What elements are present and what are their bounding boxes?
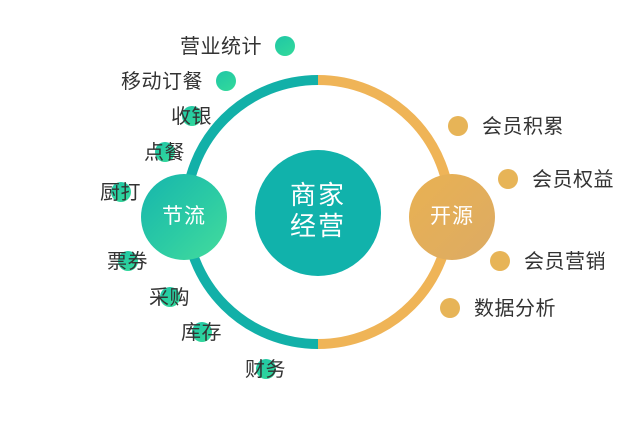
- branch-label[interactable]: 厨打: [100, 180, 141, 204]
- branch-label[interactable]: 营业统计: [180, 34, 262, 58]
- branch-label[interactable]: 库存: [181, 320, 222, 344]
- branch-label[interactable]: 数据分析: [474, 296, 556, 320]
- branch-dot[interactable]: [111, 182, 131, 202]
- branch-label[interactable]: 收银: [171, 104, 212, 128]
- branch-dot[interactable]: [448, 116, 468, 136]
- hub-label-left: 节流: [162, 204, 206, 228]
- branch-label[interactable]: 采购: [149, 285, 190, 309]
- branch-dot[interactable]: [440, 298, 460, 318]
- hub-circle-left[interactable]: [141, 174, 227, 260]
- branch-label[interactable]: 会员营销: [524, 249, 606, 273]
- branch-label[interactable]: 点餐: [144, 140, 185, 164]
- center-label-line1: 商家: [289, 181, 346, 211]
- branch-label[interactable]: 移动订餐: [121, 69, 203, 93]
- branch-label[interactable]: 会员权益: [532, 167, 614, 191]
- branch-label[interactable]: 票券: [107, 249, 148, 273]
- branch-dot[interactable]: [256, 359, 276, 379]
- branch-dot[interactable]: [490, 251, 510, 271]
- branch-dot[interactable]: [192, 322, 212, 342]
- branch-dot[interactable]: [182, 106, 202, 126]
- branch-dot[interactable]: [155, 142, 175, 162]
- branch-dot[interactable]: [275, 36, 295, 56]
- hub-label-right: 开源: [430, 204, 474, 228]
- branch-dot[interactable]: [216, 71, 236, 91]
- branch-dot[interactable]: [498, 169, 518, 189]
- center-label-line2: 经营: [289, 212, 346, 242]
- branch-label[interactable]: 会员积累: [482, 114, 564, 138]
- right-branch-dots: [440, 116, 518, 318]
- hub-circle-right[interactable]: [409, 174, 495, 260]
- branch-dot[interactable]: [118, 251, 138, 271]
- center-circle[interactable]: [255, 150, 381, 276]
- branch-label[interactable]: 财务: [245, 357, 286, 381]
- center-label: 商家 经营: [218, 181, 418, 243]
- left-branch-dots: [111, 36, 295, 379]
- branch-dot[interactable]: [160, 287, 180, 307]
